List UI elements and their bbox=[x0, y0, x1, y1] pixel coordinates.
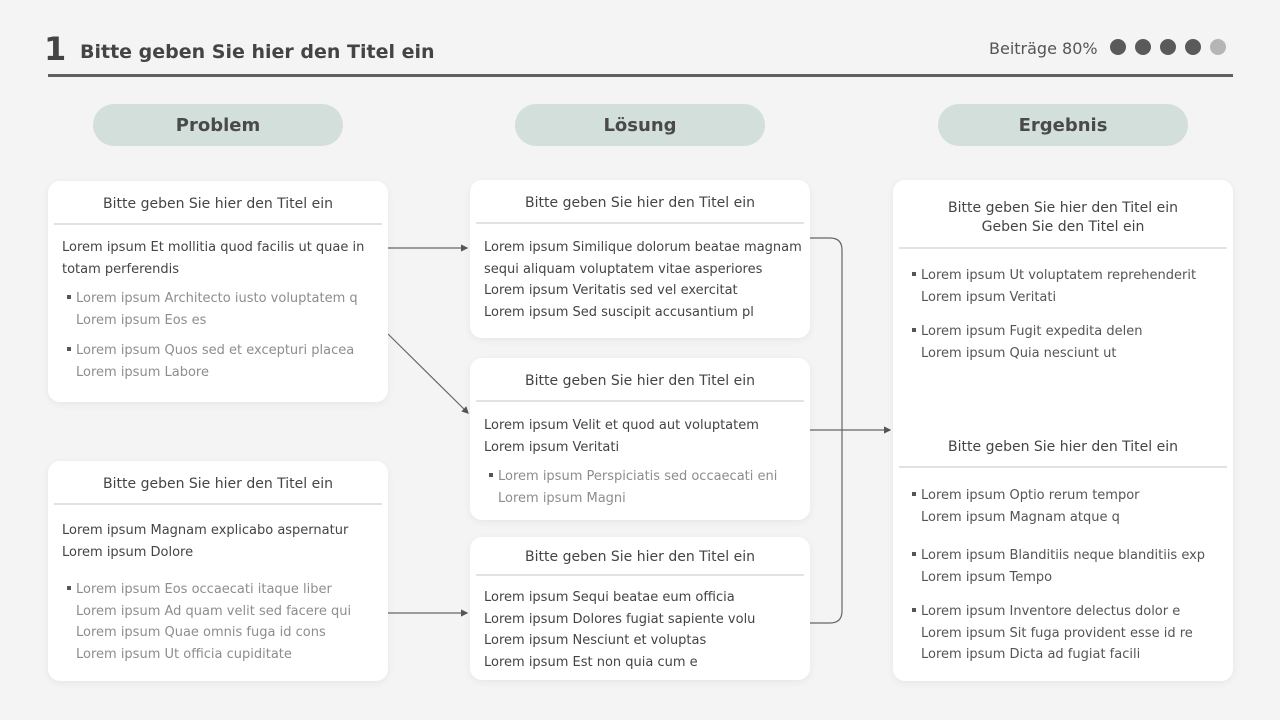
card-text-line: Lorem ipsum Nesciunt et voluptas bbox=[484, 633, 707, 648]
bullet-item: Lorem ipsum Inventore delectus dolor e L… bbox=[907, 601, 1205, 666]
bullet-item: Lorem ipsum Architecto iusto voluptatem … bbox=[62, 288, 374, 331]
bullet-line: Lorem ipsum Fugit expedita delen bbox=[921, 324, 1143, 339]
bullet-line: Lorem ipsum Optio rerum tempor bbox=[921, 488, 1140, 503]
card-text-line: Lorem ipsum Veritati bbox=[484, 439, 620, 455]
problem-card: Bitte geben Sie hier den Titel ein Lorem… bbox=[48, 181, 388, 402]
bullet-item: Lorem ipsum Eos occaecati itaque liber L… bbox=[62, 579, 374, 665]
bullet-line: Lorem ipsum Architecto iusto voluptatem … bbox=[76, 291, 358, 306]
card-title-line: Bitte geben Sie hier den Titel ein bbox=[948, 200, 1178, 216]
card-text: Lorem ipsum Sequi beatae eum officia Lor… bbox=[484, 587, 796, 673]
card-text: Lorem ipsum Et mollitia quod facilis ut … bbox=[62, 237, 374, 280]
bullet-line: Lorem ipsum Ut officia cupiditate bbox=[76, 646, 292, 662]
card-text-line: Lorem ipsum Sequi beatae eum officia bbox=[484, 590, 735, 605]
card-text-line: Lorem ipsum Velit et quod aut voluptatem bbox=[484, 418, 759, 433]
card-text-line: totam perferendis bbox=[62, 261, 180, 277]
bullet-line: Lorem ipsum Labore bbox=[76, 364, 209, 380]
bullet-line: Lorem ipsum Perspiciatis sed occaecati e… bbox=[498, 469, 778, 484]
progress-dots bbox=[1110, 39, 1226, 55]
progress-dot bbox=[1110, 39, 1126, 55]
card-text: Lorem ipsum Magnam explicabo aspernatur … bbox=[62, 520, 374, 563]
progress-dot bbox=[1135, 39, 1151, 55]
card-text-line: Lorem ipsum Dolore bbox=[62, 544, 194, 560]
bullet-item: Lorem ipsum Fugit expedita delen Lorem i… bbox=[907, 321, 1227, 364]
bullet-line: Lorem ipsum Inventore delectus dolor e bbox=[921, 604, 1181, 619]
bullet-item: Lorem ipsum Ut voluptatem reprehenderit … bbox=[907, 265, 1227, 308]
card-text-line: sequi aliquam voluptatem vitae asperiore… bbox=[484, 261, 763, 277]
result-card: Bitte geben Sie hier den Titel ein Geben… bbox=[893, 180, 1233, 681]
progress-dot bbox=[1210, 39, 1226, 55]
header-divider bbox=[48, 74, 1233, 77]
card-text: Lorem ipsum Velit et quod aut voluptatem… bbox=[484, 415, 796, 458]
bullet-line: Lorem ipsum Eos occaecati itaque liber bbox=[76, 582, 332, 597]
bullet-line: Lorem ipsum Magni bbox=[498, 490, 626, 506]
card-title: Bitte geben Sie hier den Titel ein bbox=[54, 181, 382, 225]
card-text-line: Lorem ipsum Et mollitia quod facilis ut … bbox=[62, 240, 365, 255]
bullet-line: Lorem ipsum Tempo bbox=[921, 569, 1053, 585]
card-text: Lorem ipsum Similique dolorum beatae mag… bbox=[484, 237, 802, 323]
column-header-result: Ergebnis bbox=[938, 104, 1188, 146]
card-title: Bitte geben Sie hier den Titel ein bbox=[54, 461, 382, 505]
bullet-line: Lorem ipsum Ut voluptatem reprehenderit bbox=[921, 268, 1197, 283]
bullet-item: Lorem ipsum Optio rerum tempor Lorem ips… bbox=[907, 485, 1205, 528]
progress-dot bbox=[1160, 39, 1176, 55]
card-title: Bitte geben Sie hier den Titel ein Geben… bbox=[899, 180, 1227, 249]
slide-title: Bitte geben Sie hier den Titel ein bbox=[80, 41, 435, 63]
problem-card: Bitte geben Sie hier den Titel ein Lorem… bbox=[48, 461, 388, 681]
solution-card: Bitte geben Sie hier den Titel ein Lorem… bbox=[470, 180, 810, 338]
connector-arrow bbox=[387, 333, 469, 414]
bullet-line: Lorem ipsum Eos es bbox=[76, 312, 207, 328]
card-text-line: Lorem ipsum Magnam explicabo aspernatur bbox=[62, 523, 349, 538]
slide-number: 1 bbox=[44, 30, 67, 68]
card-text-line: Lorem ipsum Sed suscipit accusantium pl bbox=[484, 304, 754, 320]
progress-dot bbox=[1185, 39, 1201, 55]
bullet-line: Lorem ipsum Dicta ad fugiat facili bbox=[921, 647, 1141, 662]
progress-label: Beiträge 80% bbox=[989, 39, 1098, 58]
card-section-title: Bitte geben Sie hier den Titel ein bbox=[899, 427, 1227, 468]
card-text-line: Lorem ipsum Similique dolorum beatae mag… bbox=[484, 240, 802, 255]
bullet-line: Lorem ipsum Quia nesciunt ut bbox=[921, 345, 1117, 361]
column-header-solution: Lösung bbox=[515, 104, 765, 146]
card-title: Bitte geben Sie hier den Titel ein bbox=[476, 537, 804, 576]
bullet-item: Lorem ipsum Blanditiis neque blanditiis … bbox=[907, 545, 1205, 588]
column-header-problem: Problem bbox=[93, 104, 343, 146]
card-text-line: Lorem ipsum Est non quia cum e bbox=[484, 654, 698, 670]
card-text-line: Lorem ipsum Veritatis sed vel exercitat bbox=[484, 283, 738, 298]
bullet-line: Lorem ipsum Veritati bbox=[921, 289, 1057, 305]
bullet-item: Lorem ipsum Perspiciatis sed occaecati e… bbox=[484, 466, 796, 509]
bullet-item: Lorem ipsum Quos sed et excepturi placea… bbox=[62, 340, 374, 383]
bullet-line: Lorem ipsum Quae omnis fuga id cons bbox=[76, 625, 326, 640]
bullet-line: Lorem ipsum Ad quam velit sed facere qui bbox=[76, 603, 352, 619]
bullet-line: Lorem ipsum Magnam atque q bbox=[921, 509, 1120, 525]
card-title: Bitte geben Sie hier den Titel ein bbox=[476, 180, 804, 224]
card-text-line: Lorem ipsum Dolores fugiat sapiente volu bbox=[484, 611, 756, 627]
card-title-line: Geben Sie den Titel ein bbox=[981, 219, 1145, 235]
bullet-line: Lorem ipsum Quos sed et excepturi placea bbox=[76, 343, 355, 358]
bullet-line: Lorem ipsum Blanditiis neque blanditiis … bbox=[921, 548, 1206, 563]
card-title: Bitte geben Sie hier den Titel ein bbox=[476, 358, 804, 402]
bullet-line: Lorem ipsum Sit fuga provident esse id r… bbox=[921, 625, 1193, 641]
solution-card: Bitte geben Sie hier den Titel ein Lorem… bbox=[470, 537, 810, 680]
connector-bracket bbox=[810, 237, 843, 624]
solution-card: Bitte geben Sie hier den Titel ein Lorem… bbox=[470, 358, 810, 520]
